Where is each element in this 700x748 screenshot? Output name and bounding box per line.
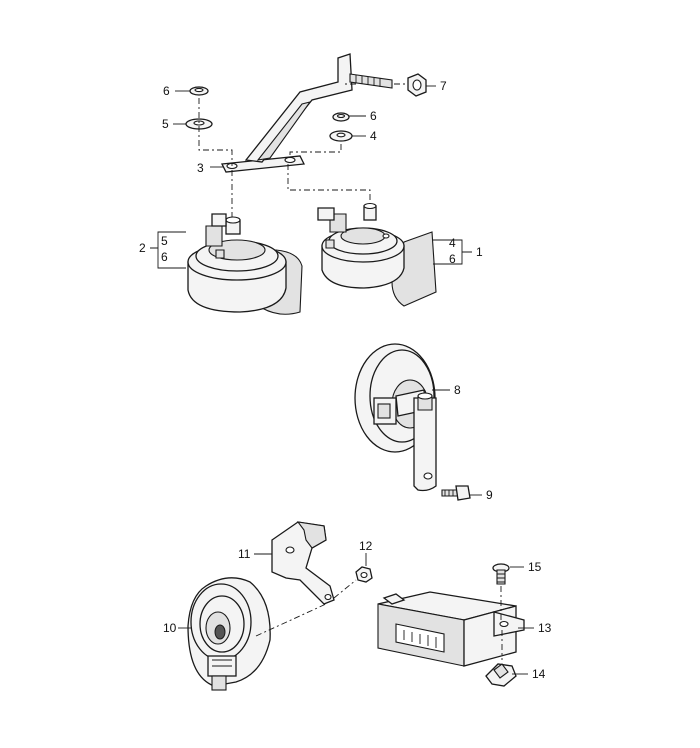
callout-number: 6 bbox=[370, 109, 377, 123]
callout-number: 6 bbox=[163, 84, 170, 98]
callout-10: 10 bbox=[163, 621, 192, 635]
control-unit-13 bbox=[377, 591, 525, 667]
callout-14: 14 bbox=[512, 667, 546, 681]
callout-11: 11 bbox=[238, 547, 272, 561]
callout-number: 2 bbox=[139, 241, 146, 255]
assembly-line bbox=[198, 98, 233, 166]
callout-15: 15 bbox=[510, 560, 542, 574]
callout-12: 12 bbox=[359, 539, 373, 566]
callout-number: 6 bbox=[161, 250, 168, 264]
bolt-9 bbox=[441, 485, 471, 501]
callout-number: 13 bbox=[538, 621, 552, 635]
callout-number: 5 bbox=[161, 234, 168, 248]
callout-5: 5 bbox=[162, 117, 186, 131]
bracket-11 bbox=[271, 521, 335, 605]
callout-number: 1 bbox=[476, 245, 483, 259]
callout-1: 1 4 6 bbox=[433, 236, 483, 266]
horn-bracket bbox=[220, 53, 353, 173]
assembly-line bbox=[255, 603, 327, 637]
callout-number: 14 bbox=[532, 667, 546, 681]
callout-number: 7 bbox=[440, 79, 447, 93]
horn-right bbox=[317, 202, 437, 307]
callout-7: 7 bbox=[426, 79, 447, 93]
callout-2: 2 5 6 bbox=[139, 231, 186, 269]
callout-8: 8 bbox=[432, 383, 461, 397]
callout-number: 9 bbox=[486, 488, 493, 502]
callout-number: 15 bbox=[528, 560, 542, 574]
callout-number: 6 bbox=[449, 252, 456, 266]
callout-9: 9 bbox=[470, 488, 493, 502]
callout-number: 5 bbox=[162, 117, 169, 131]
horn-left bbox=[187, 213, 303, 315]
assembly-line bbox=[289, 144, 342, 158]
callout-number: 4 bbox=[370, 129, 377, 143]
callout-number: 4 bbox=[449, 236, 456, 250]
callout-6-right: 6 bbox=[349, 109, 377, 123]
nut-6-left bbox=[189, 86, 209, 96]
bolt-15 bbox=[492, 563, 510, 585]
assembly-line bbox=[333, 579, 357, 599]
callout-number: 3 bbox=[197, 161, 204, 175]
callout-number: 12 bbox=[359, 539, 373, 553]
bracket-stud bbox=[349, 73, 393, 89]
horn-8 bbox=[354, 343, 437, 492]
callout-3: 3 bbox=[197, 161, 224, 175]
nut-6-right bbox=[332, 112, 350, 122]
callout-number: 11 bbox=[238, 547, 251, 561]
callout-number: 10 bbox=[163, 621, 177, 635]
callout-13: 13 bbox=[518, 621, 552, 635]
washer-4 bbox=[329, 130, 353, 142]
flange-nut-7 bbox=[407, 73, 427, 97]
horn-10 bbox=[187, 577, 271, 691]
callout-6-left: 6 bbox=[163, 84, 190, 98]
callout-4: 4 bbox=[352, 129, 377, 143]
clip-nut-14 bbox=[485, 663, 517, 687]
nut-12 bbox=[355, 566, 373, 583]
assembly-line bbox=[287, 164, 371, 206]
callout-number: 8 bbox=[454, 383, 461, 397]
